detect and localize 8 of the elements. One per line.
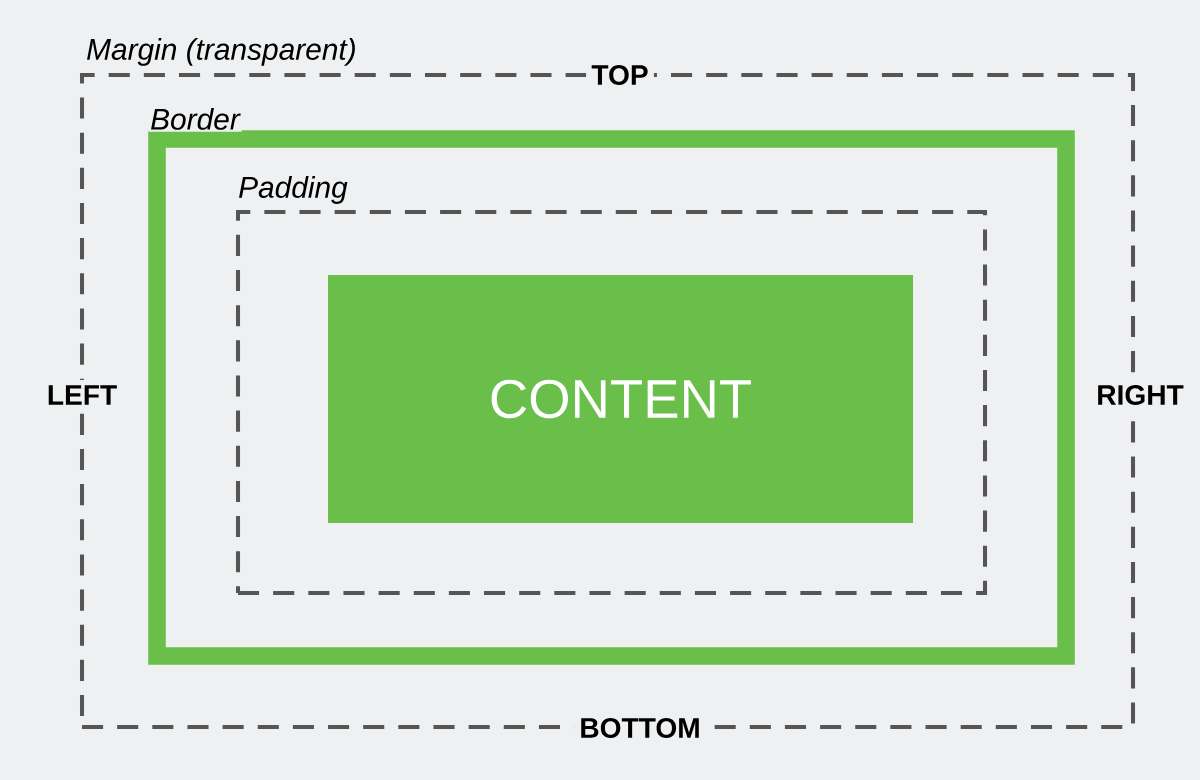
side-label: BOTTOM bbox=[574, 712, 706, 744]
node-label: Margin (transparent) bbox=[87, 38, 355, 66]
side-label: LEFT bbox=[41, 380, 123, 410]
node-label: Border bbox=[151, 107, 241, 130]
side-label: RIGHT bbox=[1091, 379, 1189, 411]
content-box: CONTENT bbox=[328, 275, 913, 523]
side-label: TOP bbox=[586, 59, 654, 91]
node-label: Padding bbox=[239, 176, 348, 204]
